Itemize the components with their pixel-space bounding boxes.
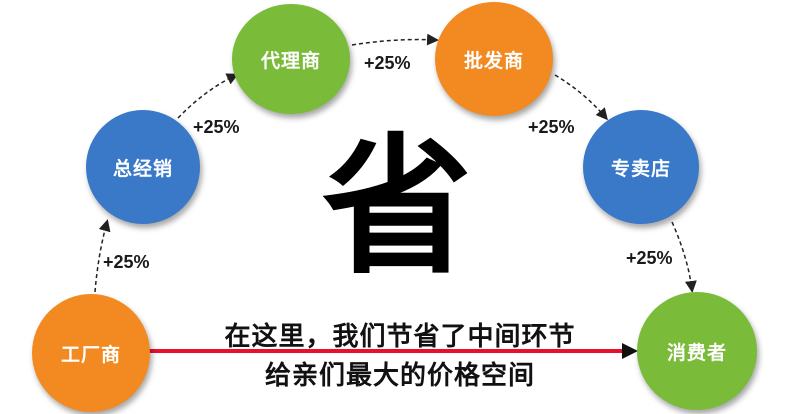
dashed-arrow-agent-to-wholesaler	[351, 33, 439, 46]
markup-wholesaler-store: +25%	[528, 117, 575, 137]
node-agent: 代理商	[232, 4, 350, 114]
markup-distributor-agent: +25%	[193, 117, 240, 137]
node-consumer: 消费者	[637, 292, 757, 410]
caption-line-1: 在这里，我们节省了中间环节	[224, 322, 576, 352]
node-general-distributor: 总经销	[86, 110, 200, 224]
dashed-arrow-factory-to-distributor	[94, 219, 111, 293]
node-specialty-store: 专卖店	[583, 110, 699, 224]
node-factory: 工厂商	[32, 294, 150, 412]
caption-line-2: 给亲们最大的价格空间	[264, 361, 535, 391]
node-specialty-store-label: 专卖店	[610, 157, 671, 180]
node-wholesaler-label: 批发商	[463, 49, 524, 72]
markup-agent-wholesaler: +25%	[364, 53, 411, 73]
direct-arrow-head	[622, 343, 638, 359]
dashed-arrow-distributor-to-agent	[177, 73, 239, 119]
node-wholesaler: 批发商	[435, 2, 553, 116]
dashed-arrow-wholesaler-to-store	[554, 74, 608, 121]
node-general-distributor-label: 总经销	[112, 157, 173, 180]
node-agent-label: 代理商	[260, 49, 321, 72]
dashed-arrow-store-to-consumer	[671, 221, 697, 293]
node-factory-label: 工厂商	[60, 343, 121, 366]
center-character: 省	[321, 121, 472, 295]
node-consumer-label: 消费者	[666, 341, 727, 364]
markup-store-consumer: +25%	[626, 248, 673, 268]
markup-factory-distributor: +25%	[103, 252, 150, 272]
